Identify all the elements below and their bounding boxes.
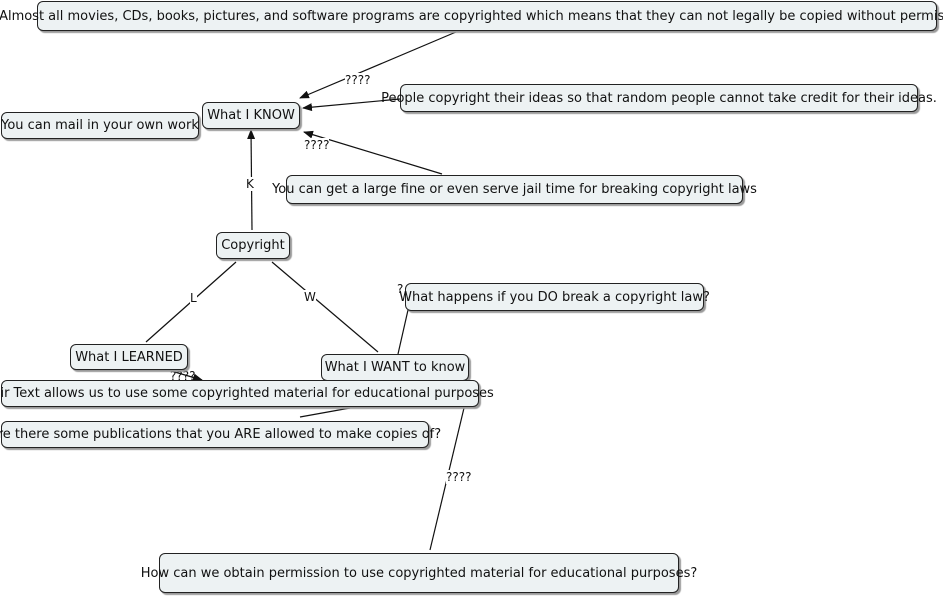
link-want-publications [299,407,351,418]
link-label-break: ? [397,282,404,296]
link-label-fine: ???? [304,138,330,152]
link-copyright-want [271,261,379,353]
concept-mail[interactable]: You can mail in your own work [1,112,199,139]
link-label-l: L [190,291,197,305]
link-label-learned: ???? [170,369,196,383]
concept-what-i-know[interactable]: What I KNOW [202,102,300,129]
concept-permission[interactable]: How can we obtain permission to use copy… [141,553,697,593]
concept-what-i-learned[interactable]: What I LEARNED [70,344,188,370]
concept-fair-text[interactable]: Fair Text allows us to use some copyrigh… [0,380,494,407]
link-movies-know [299,31,457,99]
link-ideas-know [302,98,401,112]
link-want-break [397,309,409,355]
concept-break[interactable]: What happens if you DO break a copyright… [399,283,710,311]
link-label-k: K [246,177,254,191]
link-label-permission: ???? [446,470,472,484]
concept-movies[interactable]: Almost all movies, CDs, books, pictures,… [0,1,943,31]
concept-ideas[interactable]: People copyright their ideas so that ran… [381,84,937,112]
link-label-movies: ???? [345,73,371,87]
concept-fine[interactable]: You can get a large fine or even serve j… [272,175,757,204]
concept-copyright[interactable]: Copyright [216,232,290,259]
link-label-w: W [304,290,316,304]
concept-what-i-want[interactable]: What I WANT to know [321,354,469,381]
link-learned-fair [167,369,203,382]
concept-publications[interactable]: Are there some publications that you ARE… [0,421,441,448]
